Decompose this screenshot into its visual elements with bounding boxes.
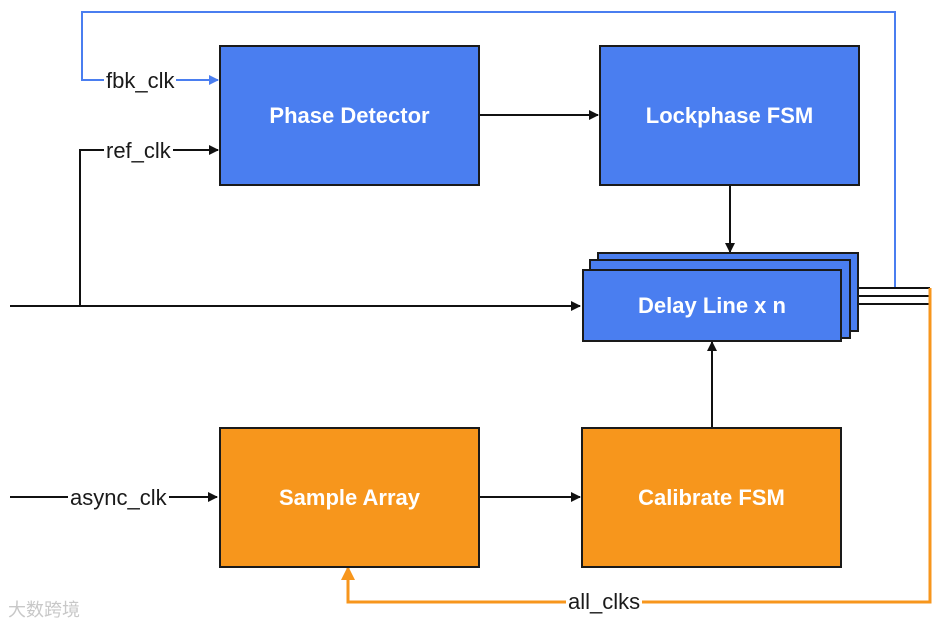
- fbk-clk-label: fbk_clk: [104, 68, 177, 93]
- delay-line-label: Delay Line x n: [638, 292, 786, 318]
- async-clk-label: async_clk: [68, 485, 169, 510]
- ref-clk-label: ref_clk: [104, 138, 173, 163]
- ref-clk-line: [79, 145, 219, 306]
- watermark: 大数跨境: [8, 600, 80, 621]
- sample-array-label: Sample Array: [278, 484, 421, 510]
- lockphase-fsm-label: Lockphase FSM: [645, 102, 814, 128]
- phase-detector-label: Phase Detector: [269, 102, 430, 128]
- phase-detector-block: Phase Detector: [219, 45, 480, 186]
- calibrate-fsm-block: Calibrate FSM: [581, 427, 842, 568]
- delay-line-block: Delay Line x n: [582, 269, 842, 342]
- lockphase-fsm-block: Lockphase FSM: [599, 45, 860, 186]
- calibrate-fsm-label: Calibrate FSM: [638, 484, 785, 510]
- sample-array-block: Sample Array: [219, 427, 480, 568]
- all-clks-label: all_clks: [566, 589, 643, 614]
